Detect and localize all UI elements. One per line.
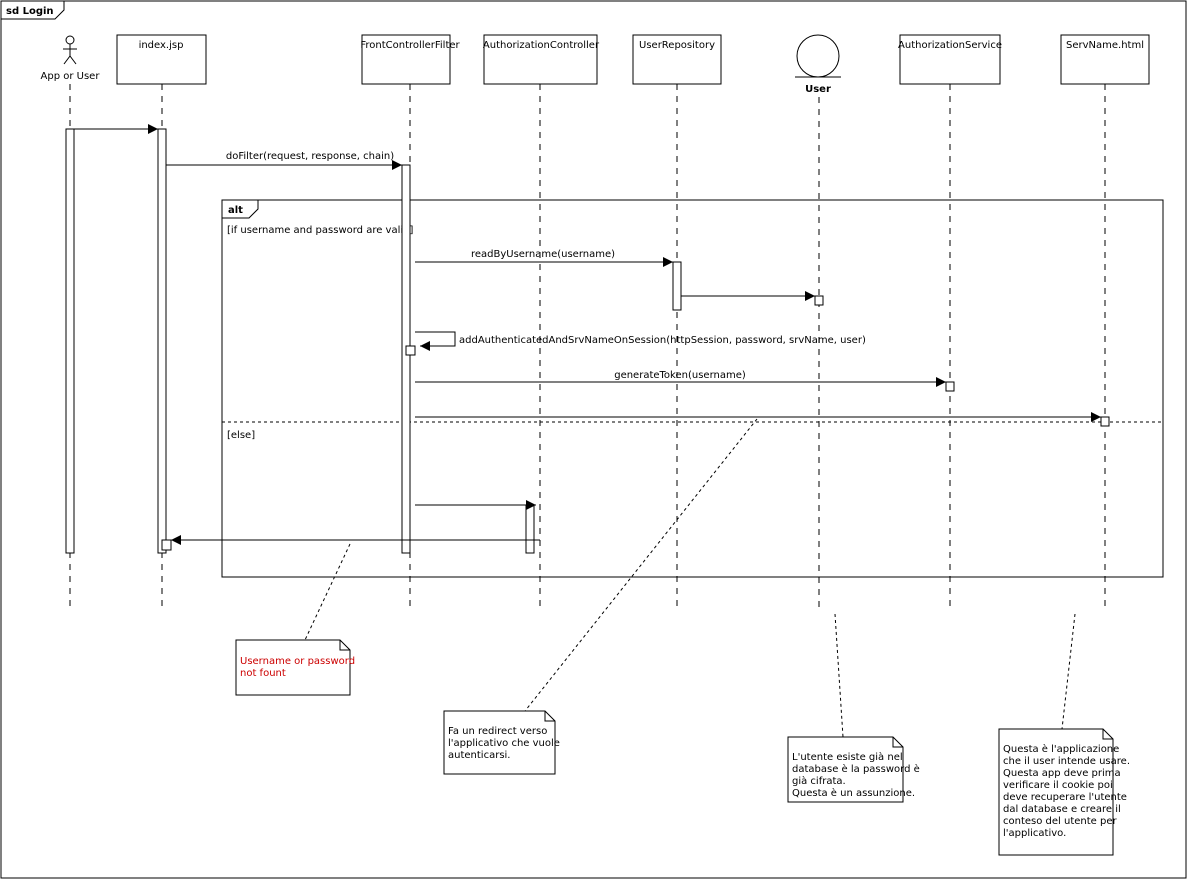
note-redirect-line: l'applicativo che vuole xyxy=(448,738,560,749)
alt-guard-valid: [if username and password are valid] xyxy=(227,225,414,236)
lifeline-authorization-controller: AuthorizationController xyxy=(483,34,600,612)
note-app-info-line: deve recuperare l'utente xyxy=(1003,792,1127,803)
message-generate-token: generateToken(username) xyxy=(415,370,946,387)
alt-label: alt xyxy=(228,205,243,216)
lifeline-user-entity: User xyxy=(795,34,841,612)
add-authenticated-label: addAuthenticatedAndSrvNameOnSession(http… xyxy=(459,335,866,346)
note-redirect-line: Fa un redirect verso xyxy=(448,726,547,737)
activation-self-call xyxy=(405,345,416,356)
message-read-by-username: readByUsername(username) xyxy=(415,249,673,267)
note-user-exists-text: L'utente esiste già nel database è la pa… xyxy=(792,751,923,799)
generate-token-label: generateToken(username) xyxy=(614,370,746,381)
alt-fragment: alt [if username and password are valid]… xyxy=(221,199,1164,578)
activation-servname-html xyxy=(1100,416,1110,427)
note-app-info-line: verificare il cookie poi xyxy=(1003,780,1113,791)
note-not-found-line: Username or password xyxy=(240,656,355,667)
actor-label: App or User xyxy=(41,71,101,82)
note-user-exists-line: database è la password è xyxy=(792,763,920,775)
note-app-info-line: l'applicativo. xyxy=(1003,828,1066,839)
lifeline-front-controller-filter: FrontControllerFilter xyxy=(360,34,461,612)
note-connector-user-exists xyxy=(834,613,844,738)
activation-index-jsp xyxy=(157,128,167,554)
note-user-exists-line: Questa è un assunzione. xyxy=(792,787,915,799)
activation-index-return xyxy=(161,539,172,551)
do-filter-label: doFilter(request, response, chain) xyxy=(226,151,394,162)
read-by-username-label: readByUsername(username) xyxy=(471,249,615,260)
activation-user-repository xyxy=(672,261,682,311)
note-app-info-line: dal database e creare il xyxy=(1003,804,1121,815)
note-user-exists: L'utente esiste già nel database è la pa… xyxy=(787,736,923,803)
note-redirect-text: Fa un redirect verso l'applicativo che v… xyxy=(448,726,563,761)
note-app-info-text: Questa è l'applicazione che il user inte… xyxy=(1003,743,1133,839)
user-entity-label: User xyxy=(805,84,831,95)
index-jsp-label: index.jsp xyxy=(139,40,184,51)
note-app-info-line: Questa è l'applicazione xyxy=(1003,743,1119,755)
note-user-exists-line: già cifrata. xyxy=(792,775,846,787)
note-app-info-line: Questa app deve prima xyxy=(1003,768,1121,779)
note-app-info-line: conteso del utente per xyxy=(1003,816,1117,827)
note-redirect: Fa un redirect verso l'applicativo che v… xyxy=(443,710,563,775)
activation-user-entity xyxy=(814,295,824,306)
lifeline-authorization-service: AuthorizationService xyxy=(898,34,1002,612)
note-not-found-text: Username or password not fount xyxy=(240,656,358,679)
note-not-found-line: not fount xyxy=(240,668,286,679)
note-user-exists-line: L'utente esiste già nel xyxy=(792,751,903,763)
frame-title: sd Login xyxy=(6,6,54,17)
note-connector-redirect xyxy=(524,418,758,712)
user-repository-label: UserRepository xyxy=(639,40,715,51)
authorization-service-label: AuthorizationService xyxy=(898,40,1002,51)
note-connector-app-info xyxy=(1061,613,1076,730)
lifeline-servname-html: ServName.html xyxy=(1060,34,1150,612)
lifeline-user-repository: UserRepository xyxy=(632,34,722,612)
activation-actor xyxy=(65,128,75,554)
note-not-found: Username or password not fount xyxy=(235,639,358,696)
actor-stick-figure-icon xyxy=(63,35,77,65)
message-do-filter: doFilter(request, response, chain) xyxy=(166,151,402,170)
message-add-authenticated: addAuthenticatedAndSrvNameOnSession(http… xyxy=(415,331,866,351)
activation-authorization-service xyxy=(945,381,955,392)
note-app-info: Questa è l'applicazione che il user inte… xyxy=(998,728,1133,856)
entity-circle-icon xyxy=(795,34,841,78)
note-connector-not-found xyxy=(304,543,351,641)
servname-html-label: ServName.html xyxy=(1066,40,1144,51)
authorization-controller-label: AuthorizationController xyxy=(483,40,600,51)
alt-guard-else: [else] xyxy=(227,430,255,441)
front-controller-filter-label: FrontControllerFilter xyxy=(360,40,460,51)
activation-authorization-controller xyxy=(525,504,535,554)
note-app-info-line: che il user intende usare. xyxy=(1003,756,1130,767)
note-redirect-line: autenticarsi. xyxy=(448,750,510,761)
activation-front-controller xyxy=(401,164,411,554)
